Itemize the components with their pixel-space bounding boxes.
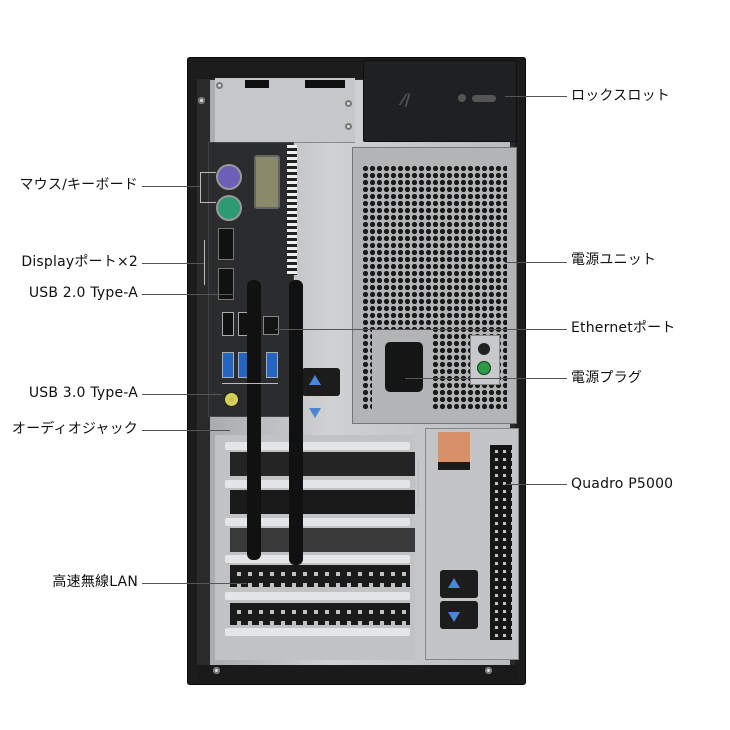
audio-jack [224,392,239,407]
wifi-antenna-1 [247,280,261,560]
wifi-antenna-2 [289,280,303,565]
leader-line [505,484,567,485]
tower-base [197,665,517,681]
lock-slot [472,95,496,102]
screw-icon [345,100,352,107]
power-plug-socket [385,342,423,392]
ethernet-port [263,316,279,335]
top-tray [215,78,355,143]
screw-icon [213,667,220,674]
barcode-label [287,145,297,275]
vent-slot [245,80,269,88]
arrow-down-icon [448,612,460,622]
displayport-1 [218,228,234,260]
callout-label-power-plug: 電源プラグ [571,370,642,386]
pci-slot-cover [225,518,410,526]
leader-line [418,458,419,508]
callout-label-mouse-keyboard: マウス/キーボード [19,177,138,193]
psu-test-button [478,343,490,355]
ps2-mouse-port [216,164,242,190]
usb3-port-1 [222,352,234,378]
leader-line [222,383,278,384]
padlock-loop-icon [458,94,466,102]
callout-label-displayport: Displayポート×2 [21,254,138,270]
brand-logo-icon: ⁄/ [402,90,411,109]
leader-line [204,240,205,285]
callout-label-audio-jack: オーディオジャック [11,421,138,437]
leader-line [142,294,234,295]
pci-slot-cover [225,555,410,563]
usb2-port-1 [222,312,234,336]
windows-sticker-label [438,462,470,470]
usb3-port-3 [266,352,278,378]
arrow-up-icon [309,375,321,385]
leader-line [142,394,222,395]
serial-port [254,155,280,209]
callout-label-lock-slot: ロックスロット [571,88,670,104]
leader-line [142,430,230,431]
screw-icon [216,82,223,89]
pci-slot-cover [225,592,410,600]
leader-line [275,329,567,330]
vent-slot [305,80,345,88]
leader-line [142,186,200,187]
pci-slot-cover [225,442,410,450]
callout-label-power-unit: 電源ユニット [571,252,657,268]
leader-line [405,378,567,379]
psu-status-led [478,362,490,374]
callout-label-ethernet: Ethernetポート [571,320,676,336]
arrow-down-icon [309,408,321,418]
gpu-vent-mesh [490,445,512,640]
vented-slot-cover [230,603,410,625]
callout-label-gpu: Quadro P5000 [571,476,674,492]
callout-label-wireless-lan: 高速無線LAN [52,574,138,590]
leader-line [142,583,247,584]
vented-slot-cover [230,565,410,587]
ps2-keyboard-port [216,195,242,221]
callout-label-usb2: USB 2.0 Type-A [28,285,138,301]
leader-line [200,172,201,202]
leader-line [505,262,567,263]
leader-line [142,263,204,264]
leader-line [505,96,567,97]
pci-slot-cover [225,480,410,488]
leader-line [200,172,216,173]
screw-icon [198,97,205,104]
pci-slot-cover [225,628,410,636]
leader-line [200,202,216,203]
arrow-up-icon [448,578,460,588]
screw-icon [345,123,352,130]
side-panel-latch [302,368,340,396]
callout-label-usb3: USB 3.0 Type-A [28,385,138,401]
displayport-2 [218,268,234,300]
screw-icon [485,667,492,674]
